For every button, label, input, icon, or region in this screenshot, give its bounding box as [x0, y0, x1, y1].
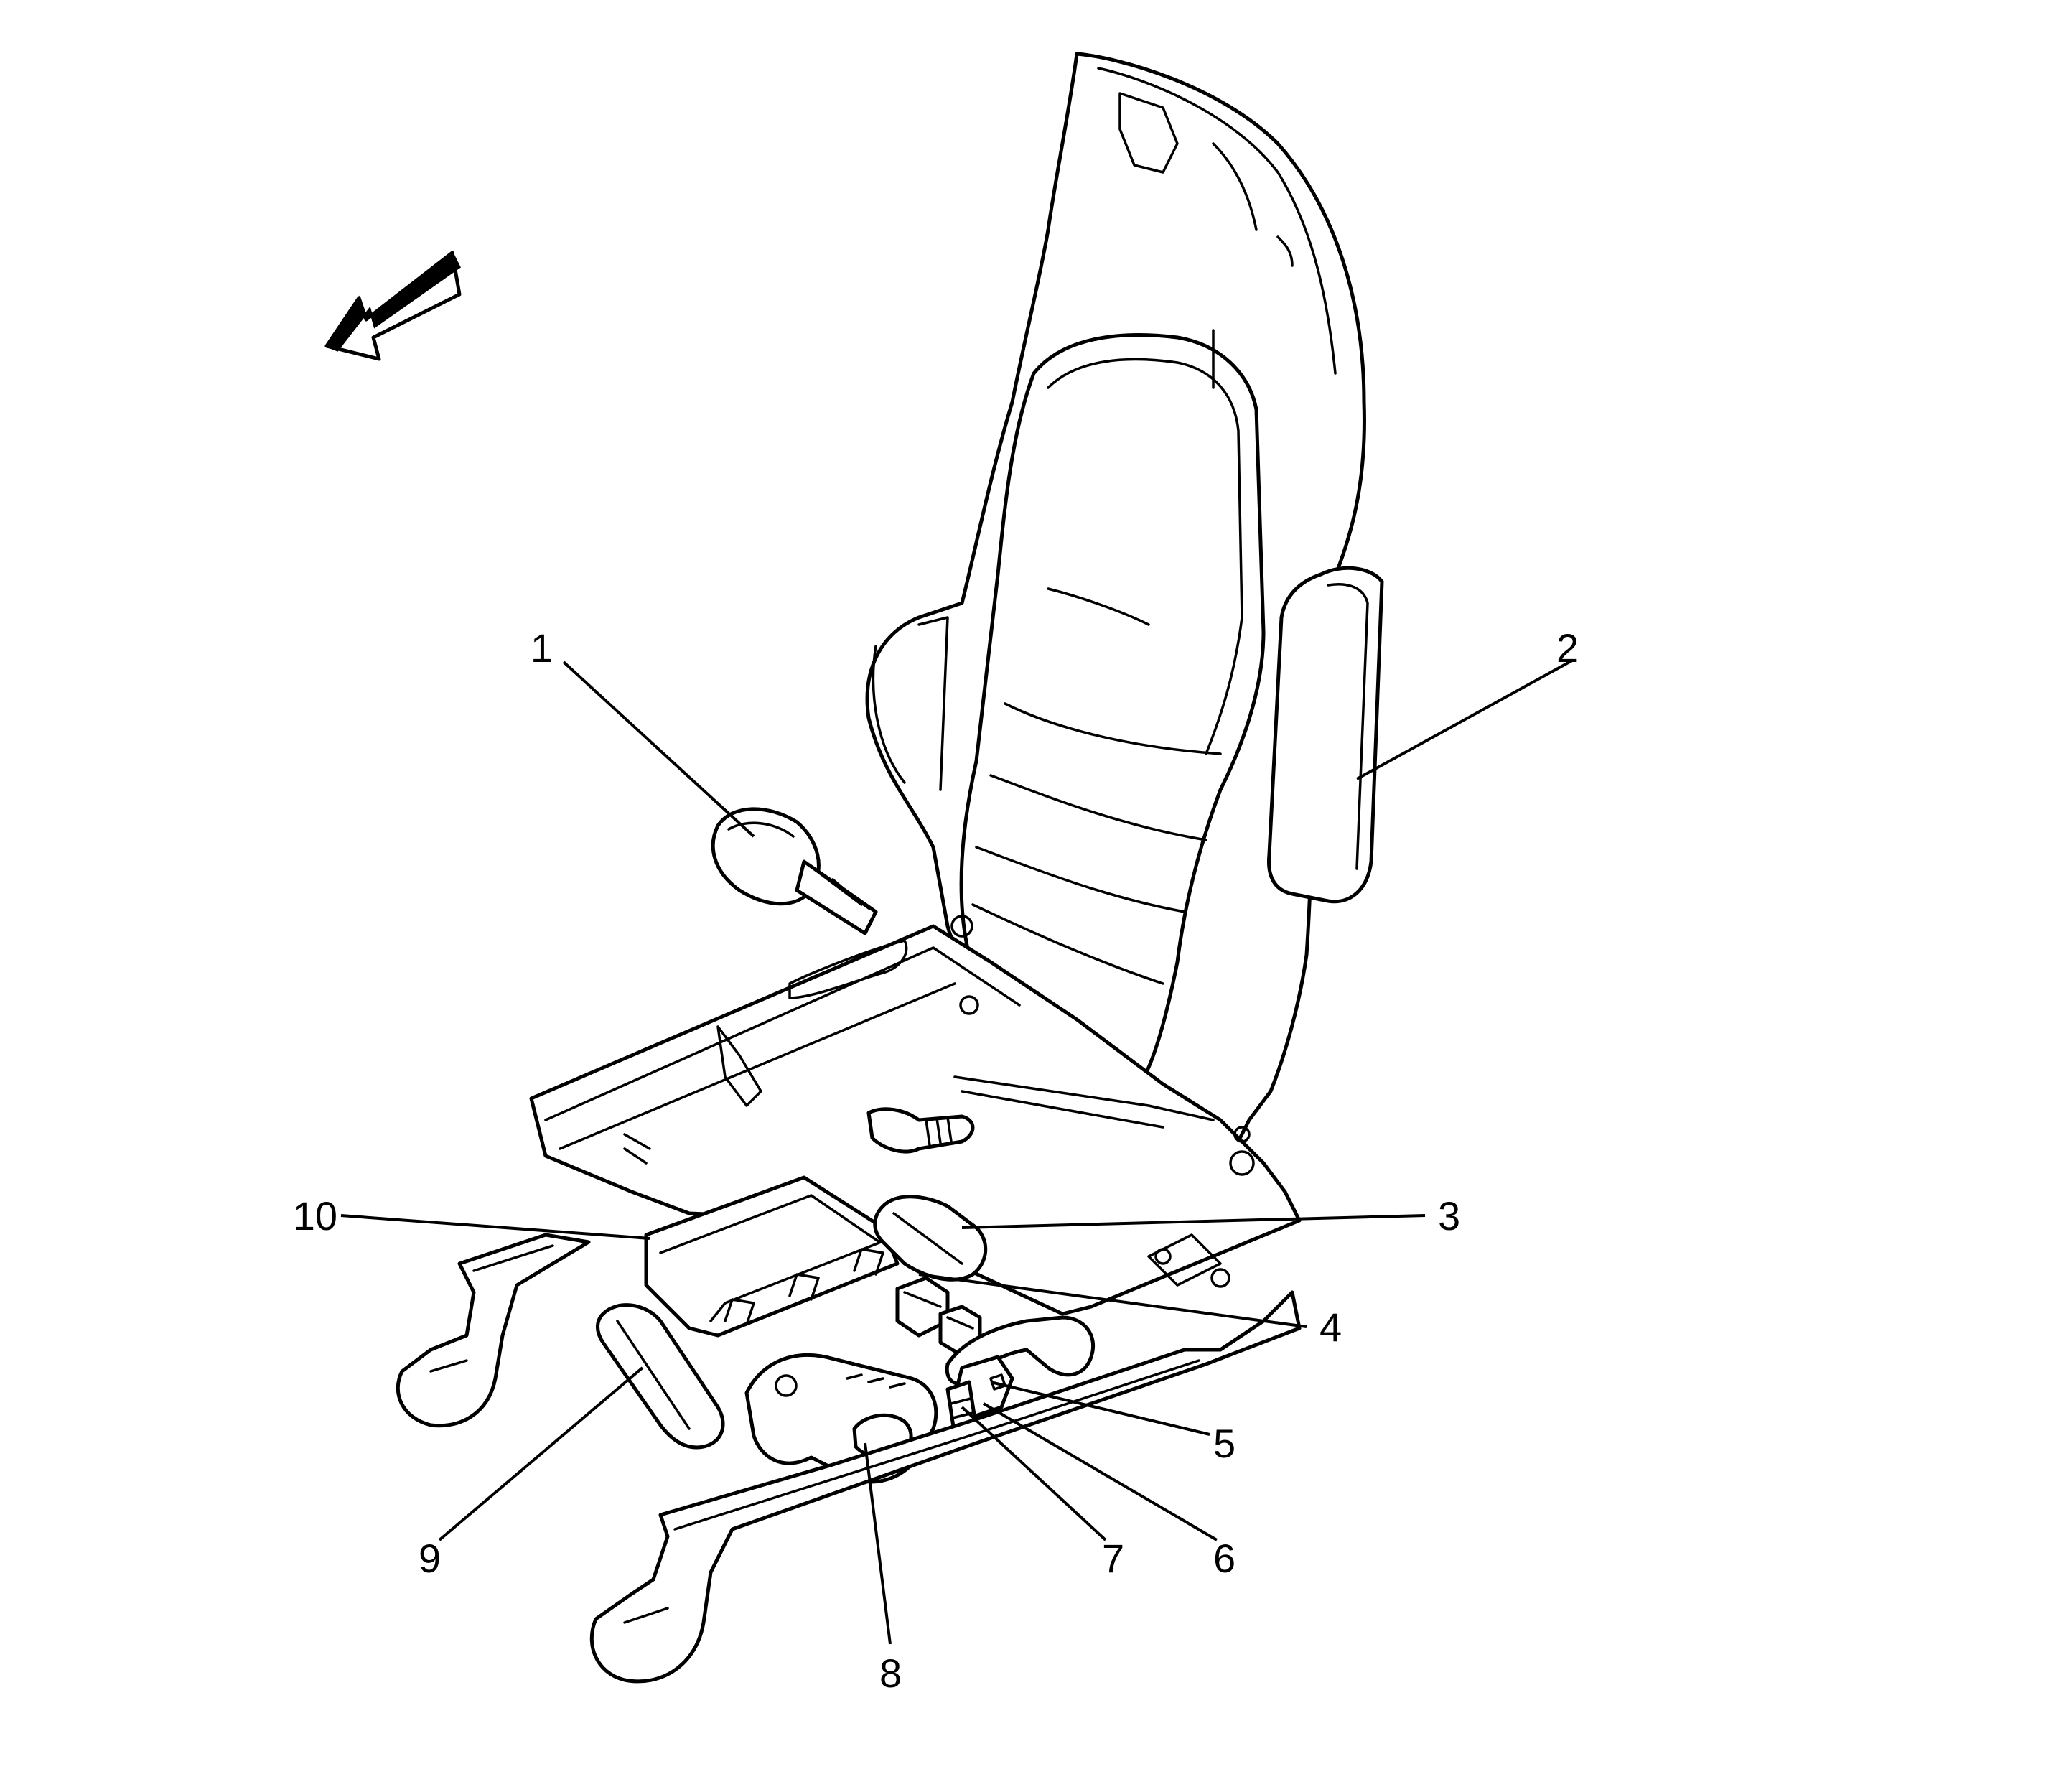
callout-9: 9 [419, 1536, 441, 1581]
side-bolster-panel [1266, 566, 1384, 904]
callout-3: 3 [1438, 1193, 1460, 1238]
leader-7 [961, 1406, 1107, 1541]
callout-1: 1 [531, 625, 553, 671]
seat-track-left [396, 1233, 591, 1428]
leader-10 [340, 1214, 650, 1240]
leader-2 [1356, 659, 1573, 780]
seat-height-motor [596, 1303, 725, 1450]
leader-lines [340, 659, 1573, 1645]
callout-labels: 1 2 3 4 5 6 7 8 9 10 [293, 625, 1579, 1696]
seat-belt-buckle [711, 807, 878, 935]
leader-5 [990, 1381, 1210, 1436]
callout-2: 2 [1556, 625, 1579, 671]
leader-1 [562, 661, 755, 838]
callout-5: 5 [1213, 1421, 1235, 1466]
leader-3 [961, 1214, 1426, 1229]
leader-6 [982, 1402, 1218, 1541]
callout-8: 8 [879, 1651, 902, 1696]
callout-10: 10 [293, 1193, 337, 1238]
callout-4: 4 [1319, 1305, 1342, 1350]
seat-control-module [644, 1175, 900, 1338]
leader-4 [918, 1273, 1307, 1328]
seat-adjuster-motor [866, 1107, 988, 1282]
seat-back [865, 52, 1366, 1194]
callout-7: 7 [1102, 1536, 1124, 1581]
leader-9 [438, 1366, 644, 1541]
leader-8 [864, 1442, 892, 1645]
seat-track-right [589, 1233, 1302, 1684]
forward-arrow-icon [324, 251, 462, 361]
callout-6: 6 [1213, 1536, 1235, 1581]
